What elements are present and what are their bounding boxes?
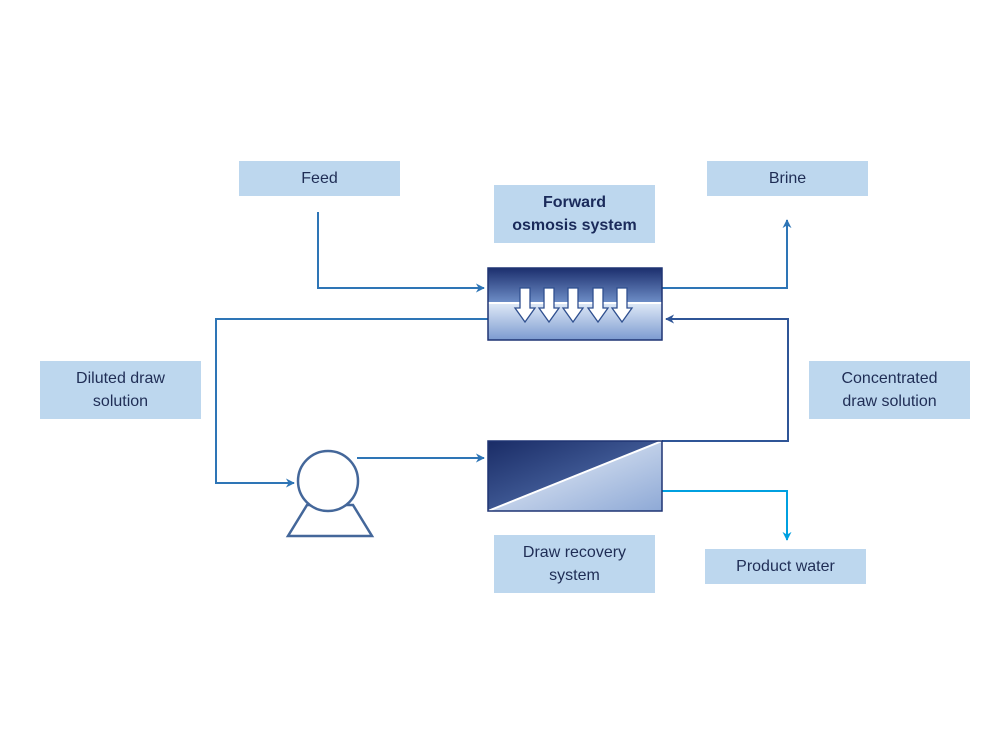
draw-recovery-label-line-2: system [549,567,600,584]
product-water-label-text: Product water [736,558,835,575]
diluted-draw-solution-label: Diluted draw solution [40,361,201,419]
forward-osmosis-system-label: Forward osmosis system [494,185,655,243]
diluted-draw-flow-line [215,318,488,488]
fo-label-line-2: osmosis system [512,217,637,234]
diluted-label-line-1: Diluted draw [76,370,165,387]
concentrated-label-line-1: Concentrated [841,370,938,387]
draw-recovery-system-label: Draw recovery system [494,535,655,593]
product-water-label: Product water [705,549,866,584]
brine-label: Brine [707,161,868,196]
concentrated-draw-flow-line [662,314,789,442]
forward-osmosis-module [487,267,663,341]
feed-label: Feed [239,161,400,196]
concentrated-draw-solution-label: Concentrated draw solution [809,361,970,419]
pump-icon [285,449,375,538]
draw-recovery-module [487,440,663,512]
feed-flow-line [317,212,485,293]
product-water-flow-line [662,490,792,541]
draw-recovery-label-line-1: Draw recovery [522,544,627,561]
brine-flow-line [662,219,792,289]
brine-label-text: Brine [768,170,807,187]
membrane-flux-arrows [513,287,634,324]
concentrated-label-line-2: draw solution [842,393,937,410]
fo-label-line-1: Forward [542,194,607,211]
feed-label-text: Feed [301,170,338,187]
diluted-label-line-2: solution [92,393,149,410]
